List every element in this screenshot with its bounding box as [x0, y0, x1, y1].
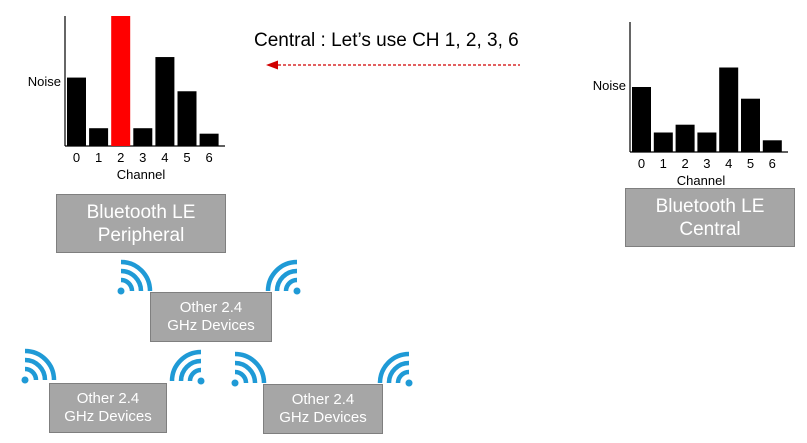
bar-ch0	[632, 87, 651, 152]
bar-ch5	[741, 98, 760, 152]
x-tick-label: 4	[161, 150, 168, 165]
x-axis-label: Channel	[677, 173, 726, 188]
device-label-line1: Other 2.4	[76, 390, 140, 407]
bar-ch2-highlighted	[111, 16, 131, 146]
x-tick-label: 5	[747, 156, 754, 171]
other-device-box-2: Other 2.4 GHz Devices	[49, 383, 167, 433]
device-label-line1: Other 2.4	[291, 391, 355, 408]
x-tick-label: 6	[769, 156, 776, 171]
bar-ch1	[653, 132, 673, 152]
device-label-line2: GHz Devices	[64, 408, 152, 425]
bar-ch6	[762, 140, 782, 152]
central-label-line2: Central	[679, 218, 741, 240]
wifi-signal-icon	[169, 349, 205, 385]
x-tick-label: 3	[139, 150, 146, 165]
other-device-box-3: Other 2.4 GHz Devices	[263, 384, 383, 434]
x-tick-label: 0	[73, 150, 80, 165]
bar-ch6	[199, 133, 219, 146]
bar-ch4	[719, 67, 739, 152]
wifi-signal-icon	[265, 259, 301, 295]
x-tick-label: 3	[703, 156, 710, 171]
peripheral-box: Bluetooth LE Peripheral	[56, 194, 226, 253]
peripheral-label-line1: Bluetooth LE	[86, 201, 196, 223]
y-axis-label: Noise	[593, 78, 626, 93]
central-box: Bluetooth LE Central	[625, 188, 795, 247]
central-label-line1: Bluetooth LE	[655, 195, 765, 217]
x-axis-label: Channel	[117, 167, 166, 182]
x-tick-label: 2	[117, 150, 124, 165]
wifi-signal-icon	[231, 351, 267, 387]
bar-ch0	[67, 77, 86, 146]
x-tick-label: 5	[183, 150, 190, 165]
bar-ch4	[155, 57, 175, 147]
x-tick-label: 2	[681, 156, 688, 171]
bar-ch2	[675, 124, 695, 152]
x-tick-label: 1	[660, 156, 667, 171]
x-tick-label: 1	[95, 150, 102, 165]
x-tick-label: 6	[205, 150, 212, 165]
x-tick-label: 0	[638, 156, 645, 171]
device-label-line1: Other 2.4	[179, 299, 243, 316]
wifi-signal-icon	[377, 351, 413, 387]
bar-ch3	[133, 128, 153, 146]
wifi-signal-icon	[21, 348, 57, 384]
device-label-line2: GHz Devices	[167, 317, 255, 334]
other-device-box-1: Other 2.4 GHz Devices	[150, 292, 272, 342]
bar-ch3	[697, 132, 717, 152]
peripheral-label-line2: Peripheral	[97, 224, 185, 246]
wifi-signal-icon	[117, 259, 153, 295]
y-axis-label: Noise	[28, 74, 61, 89]
bar-ch5	[177, 91, 197, 146]
message-arrow	[266, 60, 520, 70]
x-tick-label: 4	[725, 156, 732, 171]
device-label-line2: GHz Devices	[279, 409, 367, 426]
bar-ch1	[89, 128, 109, 146]
central-message: Central : Let’s use CH 1, 2, 3, 6	[254, 30, 519, 51]
